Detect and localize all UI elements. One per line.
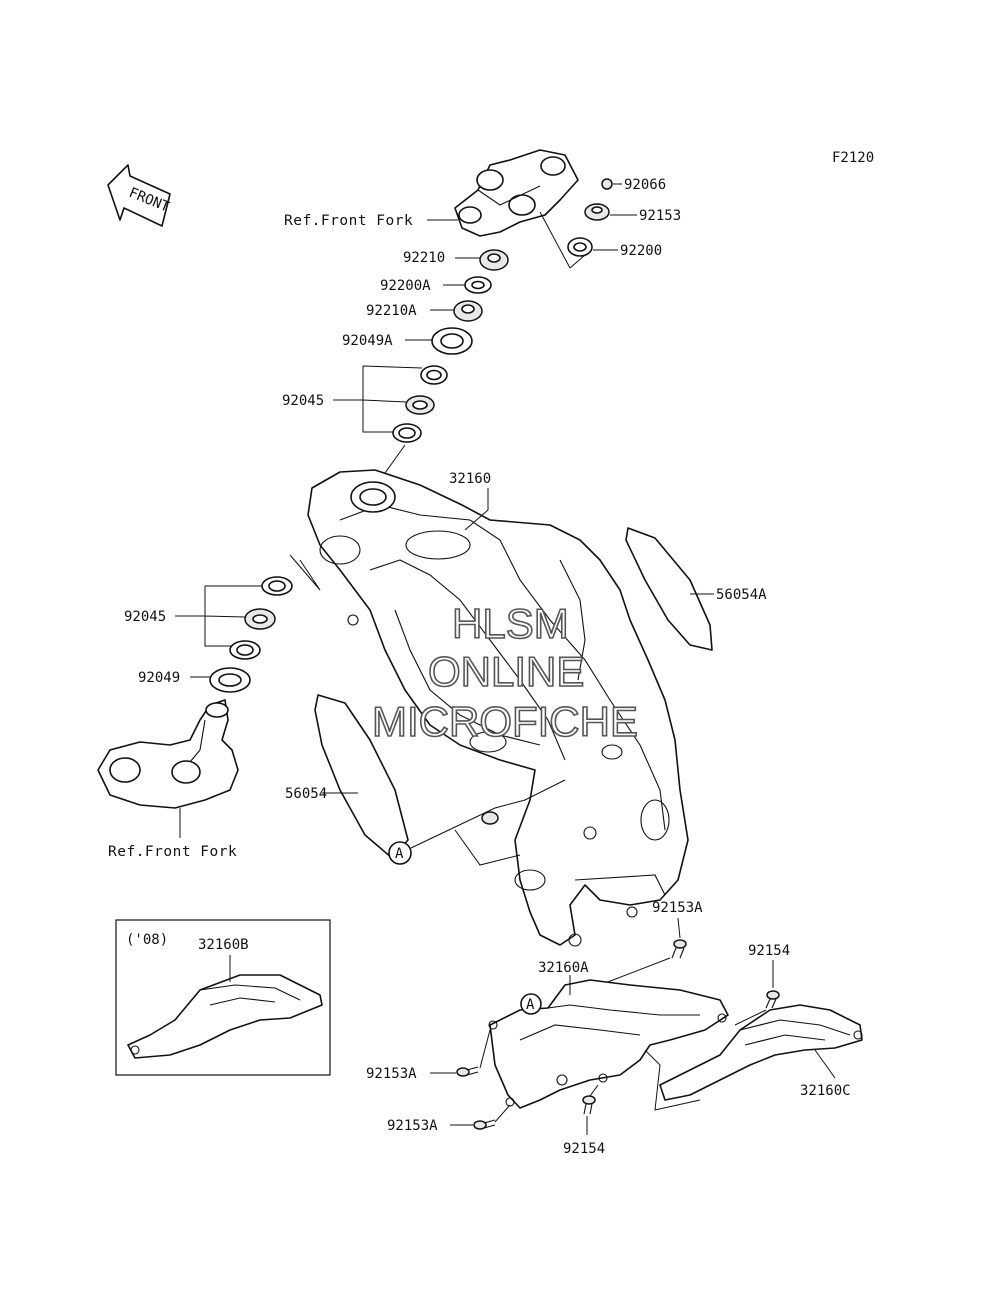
bolt-92154-bottom[interactable]	[582, 1095, 596, 1115]
svg-text:ONLINE: ONLINE	[428, 648, 584, 695]
label-56054A[interactable]: 56054A	[716, 587, 767, 603]
label-92045-lower[interactable]: 92045	[124, 609, 166, 625]
label-92153A-low[interactable]: 92153A	[387, 1118, 438, 1134]
ref-front-fork-bottom: Ref.Front Fork	[108, 844, 237, 860]
upper-triple-clamp[interactable]	[454, 149, 579, 237]
stem-nut-92210[interactable]	[479, 249, 509, 271]
ref-front-fork-top: Ref.Front Fork	[284, 213, 413, 229]
washer-92200[interactable]	[567, 237, 593, 257]
inset-2008-box: ('08)	[115, 919, 331, 1076]
label-32160C[interactable]: 32160C	[800, 1083, 851, 1099]
label-92200A[interactable]: 92200A	[380, 278, 431, 294]
cap-92066[interactable]	[601, 178, 613, 190]
svg-text:A: A	[526, 997, 535, 1013]
seal-92049A[interactable]	[431, 327, 473, 355]
nut-92153[interactable]	[584, 203, 610, 221]
label-92153A-top[interactable]: 92153A	[652, 900, 703, 916]
label-92049[interactable]: 92049	[138, 670, 180, 686]
bearing-92045-lower[interactable]	[229, 576, 293, 660]
seal-92049[interactable]	[209, 667, 251, 693]
cover-56054A[interactable]	[625, 527, 713, 651]
subframe-32160B[interactable]	[127, 974, 323, 1059]
label-92200[interactable]: 92200	[620, 243, 662, 259]
label-92154-top[interactable]: 92154	[748, 943, 790, 959]
label-92066[interactable]: 92066	[624, 177, 666, 193]
label-32160A[interactable]: 32160A	[538, 960, 589, 976]
bolt-92153A-top[interactable]	[671, 939, 687, 959]
callout-a-upper: A	[388, 841, 412, 865]
label-92049A[interactable]: 92049A	[342, 333, 393, 349]
stem-nut-92210A[interactable]	[453, 300, 483, 322]
callout-a-lower: A	[520, 993, 542, 1015]
label-32160[interactable]: 32160	[449, 471, 491, 487]
label-92210[interactable]: 92210	[403, 250, 445, 266]
main-frame-32160[interactable]	[307, 469, 689, 947]
inset-year: ('08)	[126, 932, 168, 948]
bracket-32160A[interactable]	[488, 979, 729, 1109]
label-92154-bottom[interactable]: 92154	[563, 1141, 605, 1157]
bracket-32160C[interactable]	[659, 1004, 863, 1101]
bolt-92153A-low[interactable]	[473, 1119, 496, 1130]
front-arrow-icon: FRONT	[107, 164, 172, 227]
bearing-92045-upper[interactable]	[392, 365, 448, 443]
bolt-92154-top[interactable]	[765, 990, 780, 1009]
watermark: HLSM ONLINE MICROFICHE	[371, 599, 639, 746]
steering-stem-lower-clamp[interactable]	[97, 699, 239, 809]
label-32160B[interactable]: 32160B	[198, 937, 249, 953]
label-92210A[interactable]: 92210A	[366, 303, 417, 319]
label-56054[interactable]: 56054	[285, 786, 327, 802]
label-92153[interactable]: 92153	[639, 208, 681, 224]
label-92153A-mid[interactable]: 92153A	[366, 1066, 417, 1082]
svg-text:HLSM: HLSM	[452, 600, 569, 647]
svg-text:A: A	[395, 846, 404, 862]
label-92045-upper[interactable]: 92045	[282, 393, 324, 409]
washer-92200A[interactable]	[464, 276, 492, 294]
bolt-92153A-mid[interactable]	[456, 1066, 479, 1077]
diagram-code: F2120	[832, 150, 874, 166]
svg-text:MICROFICHE: MICROFICHE	[372, 698, 638, 745]
